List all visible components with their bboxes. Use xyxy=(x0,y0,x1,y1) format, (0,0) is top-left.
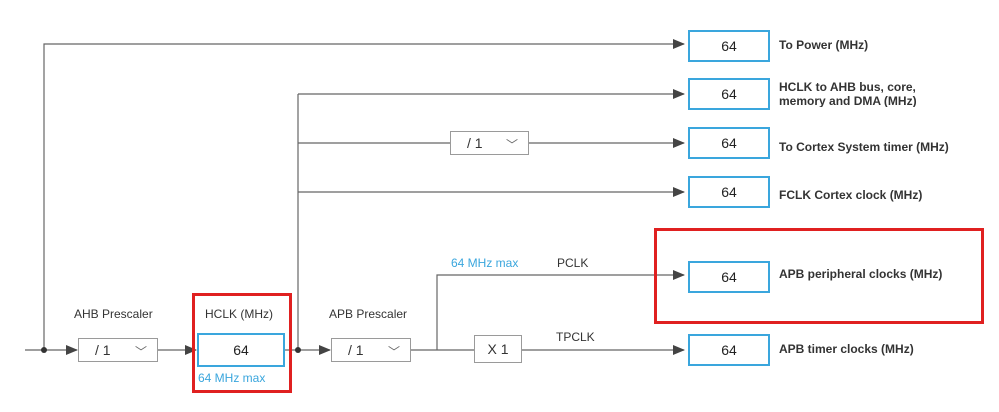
apb-timer-value: 64 xyxy=(688,334,770,366)
tpclk-label: TPCLK xyxy=(556,330,595,344)
ahb-prescaler-value: / 1 xyxy=(95,342,111,358)
timer-multiplier-box: X 1 xyxy=(474,335,522,363)
to-power-value: 64 xyxy=(688,30,770,62)
fclk-label: FCLK Cortex clock (MHz) xyxy=(779,188,923,202)
pclk-max-label: 64 MHz max xyxy=(451,256,519,270)
apb-prescaler-select[interactable]: / 1 ﹀ xyxy=(331,338,411,362)
hclk-max-label: 64 MHz max xyxy=(198,371,266,385)
ahb-prescaler-label: AHB Prescaler xyxy=(74,307,153,321)
hclk-ahb-value: 64 xyxy=(688,78,770,110)
to-power-label: To Power (MHz) xyxy=(779,38,869,52)
apb-peripheral-value: 64 xyxy=(688,261,770,293)
hclk-highlight xyxy=(192,293,292,393)
cortex-timer-divider-select[interactable]: / 1 ﹀ xyxy=(450,131,529,155)
chevron-down-icon: ﹀ xyxy=(134,345,147,359)
apb-peripheral-label: APB peripheral clocks (MHz) xyxy=(779,267,943,281)
ahb-prescaler-select[interactable]: / 1 ﹀ xyxy=(78,338,158,362)
cortex-timer-divider-value: / 1 xyxy=(467,135,483,151)
cortex-timer-value: 64 xyxy=(688,127,770,159)
apb-prescaler-label: APB Prescaler xyxy=(329,307,408,321)
hclk-ahb-label: HCLK to AHB bus, core, memory and DMA (M… xyxy=(779,80,917,107)
hclk-label: HCLK (MHz) xyxy=(205,307,273,321)
pclk-label: PCLK xyxy=(557,256,589,270)
cortex-timer-label: To Cortex System timer (MHz) xyxy=(779,140,949,154)
hclk-input[interactable]: 64 xyxy=(197,333,285,367)
apb-timer-label: APB timer clocks (MHz) xyxy=(779,342,914,356)
apb-peripheral-highlight xyxy=(654,228,984,324)
fclk-value: 64 xyxy=(688,176,770,208)
chevron-down-icon: ﹀ xyxy=(505,138,518,152)
apb-prescaler-value: / 1 xyxy=(348,342,364,358)
chevron-down-icon: ﹀ xyxy=(387,345,400,359)
